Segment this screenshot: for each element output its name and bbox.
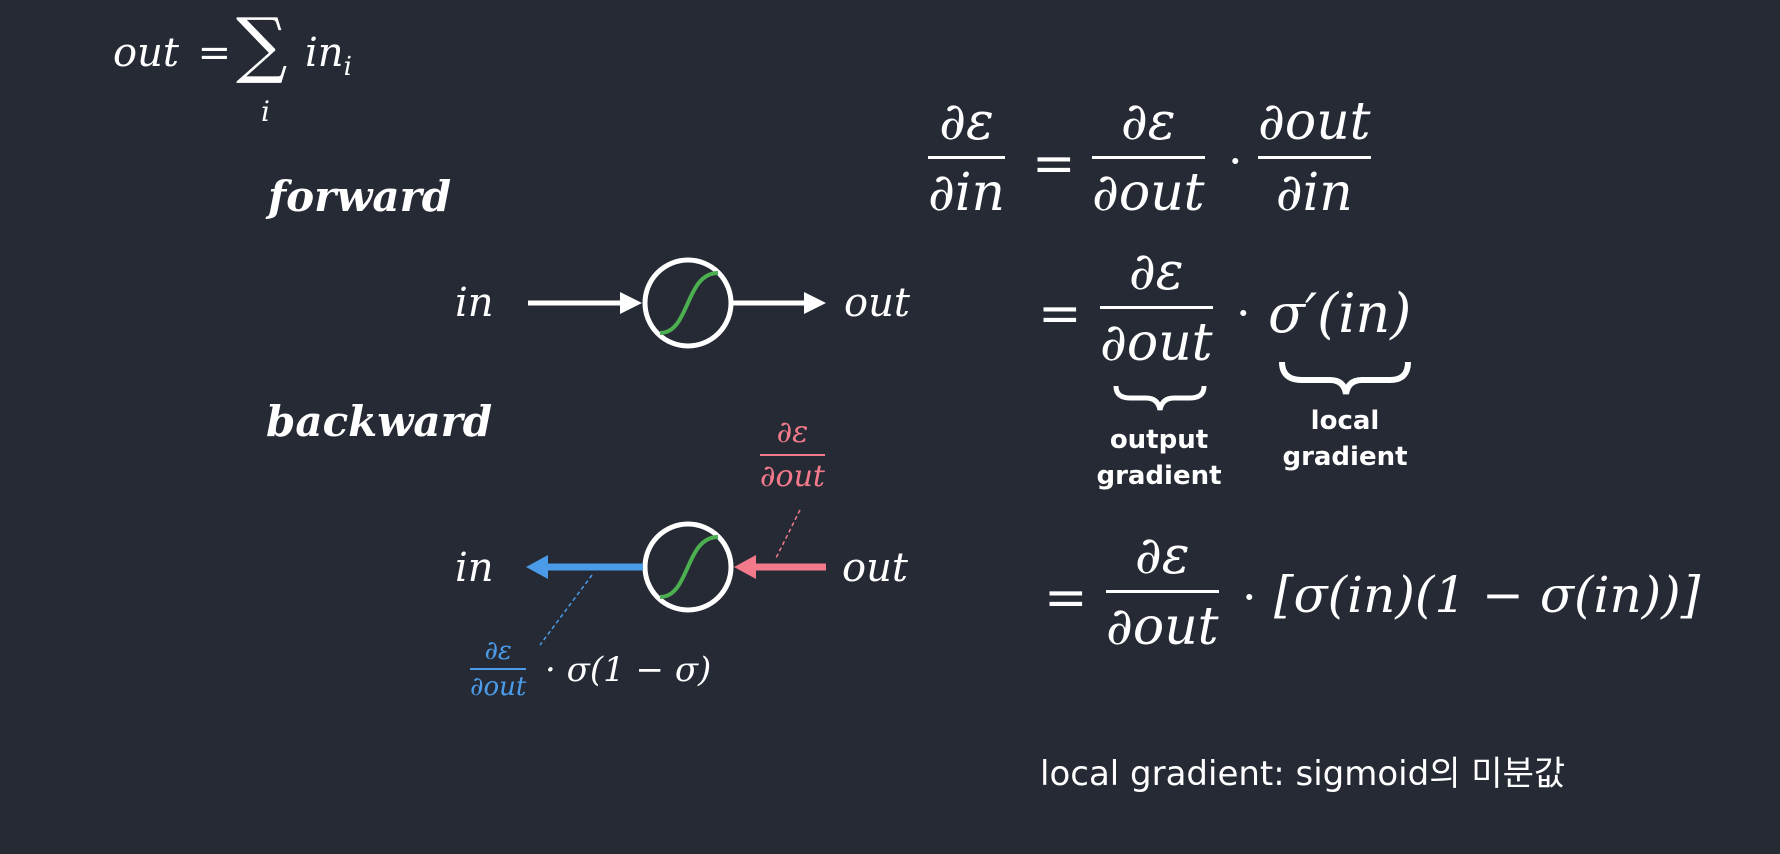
eq1-f1-fraction: ∂ε ∂out <box>1092 96 1205 219</box>
local-gradient-label-1: local <box>1310 406 1380 436</box>
backward-in-label: in <box>455 545 494 591</box>
eq1-f2-num: ∂out <box>1258 92 1371 152</box>
eq1-lhs-den: ∂in <box>928 163 1006 223</box>
sum-term: ini <box>305 30 352 82</box>
eq1-f1-den: ∂out <box>1092 163 1205 223</box>
forward-sigmoid-node <box>642 257 734 349</box>
backward-out-arrowhead <box>734 555 756 579</box>
backward-sigmoid-curve <box>659 535 719 599</box>
sum-lhs: out <box>113 30 179 76</box>
downstream-gradient-tail: · σ(1 − σ) <box>545 650 712 690</box>
eq1-f2-bar <box>1258 156 1371 159</box>
eq2-bar <box>1100 306 1213 309</box>
downstream-gradient-num: ∂ε <box>484 636 512 666</box>
forward-out-arrowhead <box>804 292 826 314</box>
downstream-gradient-bar <box>470 668 527 670</box>
eq3-dot: · <box>1242 570 1257 624</box>
eq1-f2-fraction: ∂out ∂in <box>1258 96 1371 219</box>
eq3-fraction: ∂ε ∂out <box>1106 530 1219 653</box>
local-gradient-brace <box>1279 361 1411 395</box>
forward-in-label: in <box>455 280 494 326</box>
sum-index: i <box>261 95 270 128</box>
sum-sigma: ∑ <box>236 2 288 86</box>
local-gradient-label-2: gradient <box>1282 442 1408 472</box>
sum-term-sub: i <box>343 52 352 82</box>
forward-in-arrowhead <box>620 292 642 314</box>
upstream-gradient-num: ∂ε <box>776 415 809 450</box>
upstream-gradient-bar <box>760 454 825 456</box>
forward-out-label: out <box>844 280 910 326</box>
upstream-leader <box>774 509 801 561</box>
eq2-tail: σ′(in) <box>1268 282 1412 345</box>
eq1-lhs-fraction: ∂ε ∂in <box>928 92 1006 223</box>
eq2-fraction: ∂ε ∂out <box>1100 246 1213 369</box>
eq3-den: ∂out <box>1106 597 1219 657</box>
sum-term-text: in <box>305 30 344 76</box>
output-gradient-label-1: output <box>1109 425 1209 455</box>
forward-sigmoid-curve <box>659 271 719 335</box>
eq1-f1-bar <box>1092 156 1205 159</box>
eq3-bar <box>1106 590 1219 593</box>
eq1-lhs-num: ∂ε <box>939 92 994 152</box>
upstream-gradient-den: ∂out <box>760 459 825 494</box>
eq1-f1-num: ∂ε <box>1120 92 1176 152</box>
eq2-num: ∂ε <box>1128 242 1184 302</box>
backward-sigmoid-node <box>642 521 734 613</box>
local-gradient-label: local gradient <box>1280 403 1410 475</box>
backward-out-label: out <box>842 545 908 591</box>
downstream-gradient-den: ∂out <box>470 672 527 702</box>
output-gradient-label-2: gradient <box>1096 461 1222 491</box>
backward-in-arrowhead <box>526 555 548 579</box>
sum-eq: = <box>197 30 232 76</box>
heading-backward: backward <box>266 397 493 446</box>
eq3-equals: = <box>1044 568 1088 628</box>
heading-forward: forward <box>268 172 452 221</box>
eq2-equals: = <box>1038 284 1082 344</box>
eq1-f2-den: ∂in <box>1275 163 1353 223</box>
sum-formula: out = <box>113 30 237 76</box>
eq3-num: ∂ε <box>1134 526 1190 586</box>
downstream-gradient: ∂ε ∂out <box>470 636 527 702</box>
eq1-equals: = <box>1032 134 1076 194</box>
eq1-lhs-bar <box>928 156 1006 159</box>
upstream-gradient: ∂ε ∂out <box>760 418 825 492</box>
eq1-dot: · <box>1228 134 1243 188</box>
output-gradient-label: output gradient <box>1094 422 1224 494</box>
output-gradient-brace <box>1113 385 1207 411</box>
eq2-den: ∂out <box>1100 313 1213 373</box>
caption: local gradient: sigmoid의 미분값 <box>1040 754 1566 794</box>
downstream-leader <box>539 574 593 646</box>
eq2-dot: · <box>1236 286 1251 340</box>
eq3-tail: [σ(in)(1 − σ(in))] <box>1274 566 1701 624</box>
